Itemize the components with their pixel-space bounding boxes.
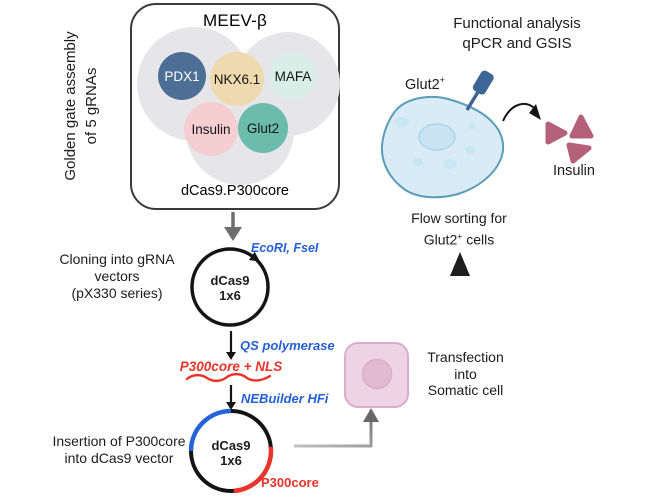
insulin-label: Insulin <box>553 163 595 179</box>
glut2-marker-text: Glut2 <box>405 76 440 93</box>
plasmid2-label: dCas9 1x6 <box>191 438 271 468</box>
gene-circle-nkx6-1: NKX6.1 <box>210 52 264 106</box>
arrow-qs-polymerase <box>226 331 236 360</box>
insertion-label-line2: into dCas9 vector <box>64 449 174 466</box>
plasmid1-direction-arrowhead <box>248 251 260 262</box>
functional-analysis-label: Functional analysis qPCR and GSIS <box>430 14 604 53</box>
p300core-fragment-wavy-line <box>185 372 272 383</box>
cloning-label-line3: (pX330 series) <box>71 285 163 301</box>
glut2-cell-spots <box>395 117 476 169</box>
golden-gate-side-label: Golden gate assembly of 5 gRNAs <box>60 26 104 186</box>
plasmid2-blue-segment <box>188 408 232 452</box>
arrow-insulin-secretion <box>502 102 541 122</box>
plasmid1-name: dCas9 <box>210 273 250 288</box>
transfection-label-line2: into <box>454 365 477 382</box>
transfection-label-line3: Somatic cell <box>427 382 504 398</box>
glut2-marker-plus: + <box>439 75 445 85</box>
arrow-plasmid2-to-somatic-cell <box>294 408 379 448</box>
glut2-receptor-icon <box>465 70 494 111</box>
meev-assembly-box: MEEV-β PDX1 NKX6.1 MAFA Insulin Glut2 dC… <box>130 3 340 210</box>
gene-circle-mafa: MAFA <box>269 52 317 100</box>
polymerase-label: QS polymerase <box>240 338 335 353</box>
plasmid2-name: dCas9 <box>211 438 251 453</box>
p300core-segment-label: P300core <box>261 475 319 490</box>
assembly-kit-label: NEBuilder HFi <box>241 391 329 406</box>
sorting-label-line1: Flow sorting for <box>411 210 507 226</box>
sorting-glut2-text: Glut2 <box>423 231 458 248</box>
somatic-cell <box>344 342 409 408</box>
arrow-transfection-to-sorting <box>450 252 470 335</box>
flow-sorting-label: Flow sorting for Glut2+ cells <box>394 210 524 249</box>
glut2-marker-label: Glut2+ <box>405 75 445 93</box>
plasmid2-copies: 1x6 <box>220 453 242 468</box>
insert-fragment-label: P300core + NLS <box>179 359 283 374</box>
plasmid1-circle <box>190 247 270 327</box>
side-label-line2: of 5 gRNAs <box>83 67 100 145</box>
insulin-granules <box>545 114 594 164</box>
somatic-cell-nucleus <box>361 358 393 390</box>
gene-circle-pdx1: PDX1 <box>158 52 206 100</box>
restriction-enzymes-label: EcoRI, FseI <box>251 241 319 255</box>
sorting-label-line2: Glut2+ cells <box>394 228 524 249</box>
plasmid2-p300core-segment <box>233 446 274 494</box>
meev-box-caption: dCas9.P300core <box>180 183 289 199</box>
sorting-cells-text: cells <box>462 231 495 248</box>
glut2-cell-nucleus <box>418 123 456 151</box>
transfection-label-line1: Transfection <box>427 349 504 365</box>
side-label-line1: Golden gate assembly <box>62 31 79 181</box>
cloning-label-line1: Cloning into gRNA <box>59 251 175 267</box>
transfection-step-label: Transfection into Somatic cell <box>408 349 523 399</box>
meev-box-title: MEEV-β <box>203 11 267 30</box>
sorting-glut2-plus: + <box>457 230 463 241</box>
gene-circle-insulin: Insulin <box>184 102 238 156</box>
insertion-step-label: Insertion of P300core into dCas9 vector <box>28 433 210 466</box>
glut2-cell <box>380 70 505 199</box>
plasmid1-copies: 1x6 <box>219 288 241 303</box>
functional-label-line2: qPCR and GSIS <box>462 34 572 52</box>
arrow-nebuilder <box>226 385 236 410</box>
cloning-label-line2: vectors <box>94 268 140 284</box>
gene-circle-glut2: Glut2 <box>238 103 288 153</box>
arrow-box-to-plasmid1 <box>224 212 242 241</box>
plasmid1-label: dCas9 1x6 <box>190 273 270 303</box>
plasmid2-circle <box>188 408 274 494</box>
functional-label-line1: Functional analysis <box>453 15 581 32</box>
cloning-step-label: Cloning into gRNA vectors (pX330 series) <box>38 251 196 302</box>
insertion-label-line1: Insertion of P300core <box>52 433 186 449</box>
